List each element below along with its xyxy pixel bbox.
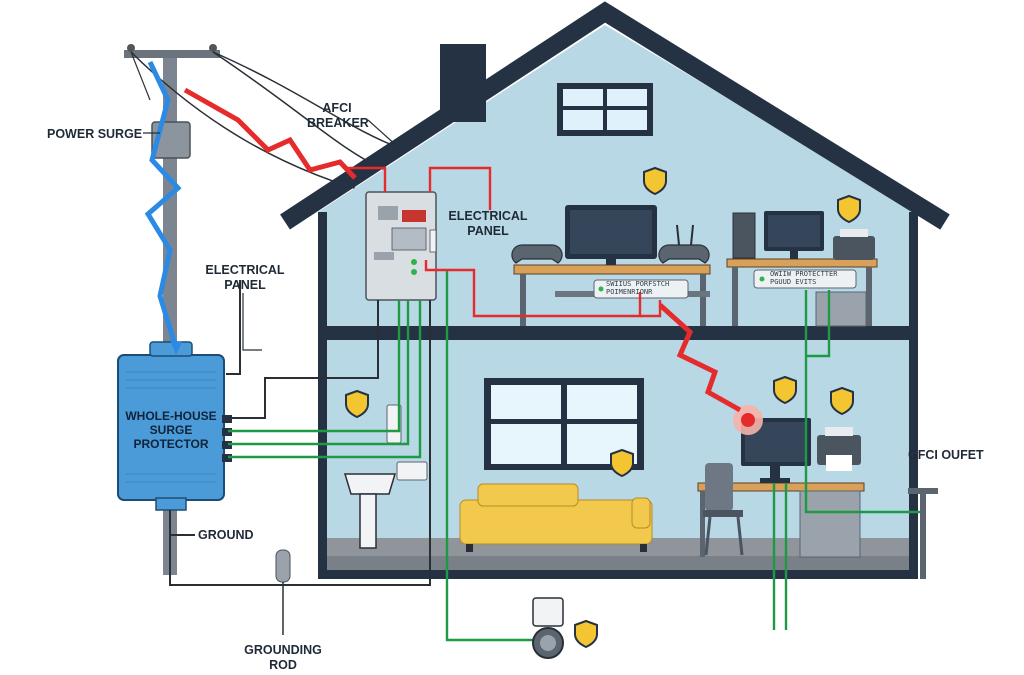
electrical-panel-house-line2: PANEL	[467, 224, 509, 238]
afci-breaker-label-line2: BREAKER	[307, 116, 369, 130]
power-strip-left-label: SWIIUS PORFSTCH POIMENRIONR	[606, 280, 669, 296]
sofa-icon	[459, 483, 653, 552]
leader-lines	[143, 119, 399, 351]
power-strip-right-line2: PGUUD EVITS	[770, 278, 817, 286]
monitor-icon	[565, 205, 657, 265]
shield-icon	[345, 389, 369, 419]
whole-house-line1: WHOLE-HOUSE	[125, 409, 217, 423]
grounding-rod-line1: GROUNDING	[244, 643, 322, 657]
lightning-bolt-icon	[183, 87, 357, 180]
electrical-panel-left-line2: PANEL	[224, 278, 266, 292]
gfci-outlet-post	[908, 488, 938, 579]
printer-icon	[817, 427, 861, 471]
whole-house-surge-protector-label: WHOLE-HOUSE SURGE PROTECTOR	[118, 409, 224, 451]
electrical-panel-house-label: ELECTRICAL PANEL	[448, 209, 528, 239]
shield-icon	[773, 375, 797, 405]
power-strip-left-line2: POIMENRIONR	[606, 288, 653, 296]
shield-icon	[574, 619, 598, 649]
power-surge-label: POWER SURGE	[47, 127, 143, 141]
afci-breaker-label-line1: AFCI	[322, 101, 352, 115]
gfci-outlet-label: GFCI OUFET	[908, 448, 984, 462]
living-room-window	[484, 378, 644, 470]
whole-house-surge-protector	[117, 341, 232, 511]
pc-tower-icon	[732, 212, 756, 259]
red-surge-wires	[345, 166, 662, 318]
wall-outlet-icon	[532, 597, 564, 659]
printer-icon	[833, 229, 875, 260]
ground-wires	[169, 280, 431, 586]
whole-house-line2: SURGE	[149, 423, 193, 437]
electrical-panel	[365, 191, 437, 301]
electrical-panel-left-label: ELECTRICAL PANEL	[200, 263, 290, 293]
grounding-rod-label: GROUNDING ROD	[240, 643, 326, 673]
game-controller-icon	[511, 244, 710, 264]
shield-icon	[610, 448, 634, 478]
lightning-bolt-icon	[658, 303, 742, 413]
surge-impact-glow	[733, 405, 763, 435]
office-desk	[697, 482, 865, 558]
monitor-icon	[764, 211, 824, 259]
whole-house-line3: PROTECTOR	[133, 437, 209, 451]
power-strip-right-line1: OWIIW PROTECTTER	[770, 270, 838, 278]
grounding-rod	[275, 549, 291, 635]
router-icon	[676, 224, 694, 246]
shield-icon	[643, 166, 667, 196]
lightning-bolt-icon	[144, 60, 182, 355]
shield-icon	[837, 194, 861, 224]
attic-window	[557, 83, 653, 136]
shield-group	[345, 166, 861, 649]
power-strip-left-line1: SWIIUS PORFSTCH	[606, 280, 670, 288]
power-strip-right-label: OWIIW PROTECTTER PGUUD EVITS	[770, 270, 837, 286]
power-strip-icon	[753, 269, 857, 289]
afci-breaker-label: AFCI BREAKER	[307, 101, 369, 131]
sink-icon	[343, 473, 397, 549]
shield-icon	[830, 386, 854, 416]
wall-outlet-icon	[386, 404, 428, 481]
chair-icon	[703, 463, 744, 556]
electrical-panel-house-line1: ELECTRICAL	[448, 209, 528, 223]
green-circuit-wires	[228, 270, 920, 642]
electrical-panel-left-line1: ELECTRICAL	[205, 263, 285, 277]
grounding-rod-line2: ROD	[269, 658, 297, 672]
upper-desk-right	[726, 258, 878, 327]
ground-label: GROUND	[198, 528, 254, 542]
